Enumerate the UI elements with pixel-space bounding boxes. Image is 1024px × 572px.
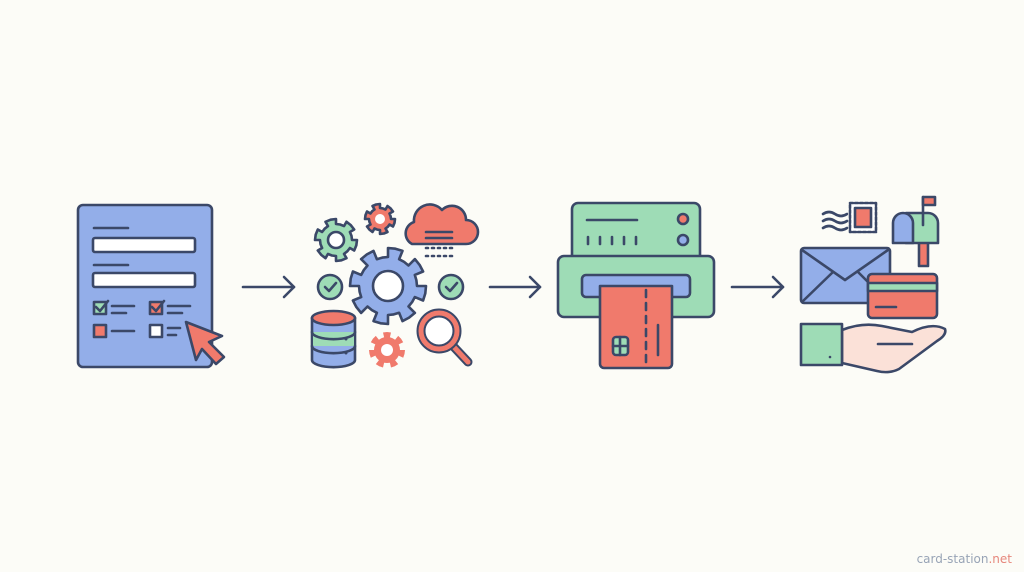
credit-card-icon — [598, 284, 674, 370]
processing-icon — [310, 202, 480, 369]
watermark-tld: .net — [988, 552, 1012, 566]
checkbox-empty-icon — [148, 323, 164, 339]
credit-card-delivered-icon — [866, 272, 939, 320]
checkbox-red-icon — [92, 323, 108, 339]
cursor-arrow-icon — [184, 320, 226, 366]
mailbox-icon — [891, 195, 940, 268]
check-circle-left-icon — [316, 273, 344, 301]
watermark-name: card-station — [916, 552, 989, 566]
application-form-icon — [76, 203, 226, 369]
checkbox-checked-green-icon — [92, 299, 110, 316]
arrow-2-icon — [488, 275, 542, 299]
database-icon — [310, 309, 357, 369]
cloud-icon — [404, 203, 480, 258]
card-printer-icon — [556, 201, 716, 370]
delivery-icon — [799, 195, 947, 374]
stamp-icon — [821, 201, 878, 234]
open-hand-icon — [799, 322, 947, 374]
arrow-1-icon — [241, 275, 296, 299]
checkbox-checked-red-icon — [148, 299, 166, 316]
watermark: card-station.net — [917, 552, 1012, 566]
magnifier-icon — [416, 308, 473, 367]
check-circle-right-icon — [437, 273, 465, 301]
arrow-3-icon — [730, 275, 785, 299]
